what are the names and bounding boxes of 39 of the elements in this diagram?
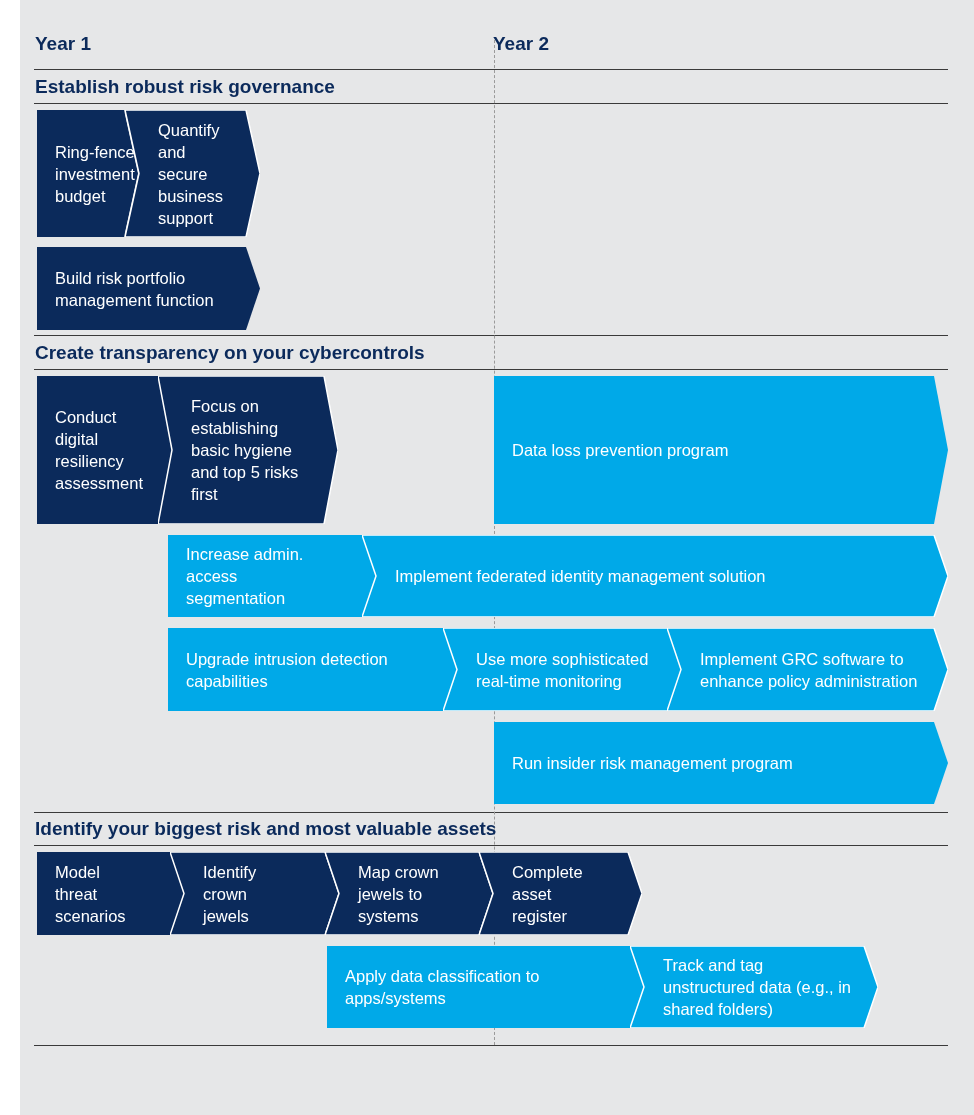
chevron-step [37,376,172,524]
step-label: Ring-fence investment budget [55,141,136,207]
step-label: Run insider risk management program [512,753,794,774]
step-label: Use more sophisticated real-time monitoring [476,648,650,692]
chevron-step [37,247,260,330]
step-label: Increase admin. access segmentation [186,544,305,609]
chevron-step [168,628,458,711]
chevron-step [327,946,644,1028]
chevron-step [443,628,682,711]
step-label: Apply data classification to apps/systems [345,966,541,1009]
step-label: Identify crown jewels [203,861,258,927]
chevron-step [37,852,184,935]
chevron-step [158,376,338,524]
chevron-step [667,628,948,711]
chevron-step [630,946,878,1028]
chevron-step [494,722,948,804]
step-label: Conduct digital resiliency assessment [55,407,145,494]
chevron-step [479,852,642,935]
section-heading: Create transparency on your cybercontrols [35,342,425,364]
year-heading: Year 2 [493,33,549,55]
step-label: Track and tag unstructured data (e.g., in shared folders) [663,955,853,1020]
chevron-step [168,535,378,617]
section-heading: Identify your biggest risk and most valuable assets [35,818,497,840]
chevron-step [494,376,948,524]
step-label: Map crown jewels to systems [358,861,440,927]
section-heading: Establish robust risk governance [35,76,335,98]
chevron-step [37,110,138,237]
chevron-step [170,852,339,935]
step-label: Model threat scenarios [55,861,127,927]
step-label: Build risk portfolio management function [55,267,215,311]
step-label: Upgrade intrusion detection capabilities [186,648,389,692]
year-heading: Year 1 [35,33,91,55]
step-label: Implement federated identity management solution [395,566,767,587]
step-label: Focus on establishing basic hygiene and top 5 risks first [191,396,299,505]
step-label: Complete asset register [512,861,584,927]
step-label: Implement GRC software to enhance policy administration [700,648,919,692]
step-label: Quantify and secure business support [158,119,225,229]
step-label: Data loss prevention program [512,440,730,461]
chevron-step [325,852,493,935]
